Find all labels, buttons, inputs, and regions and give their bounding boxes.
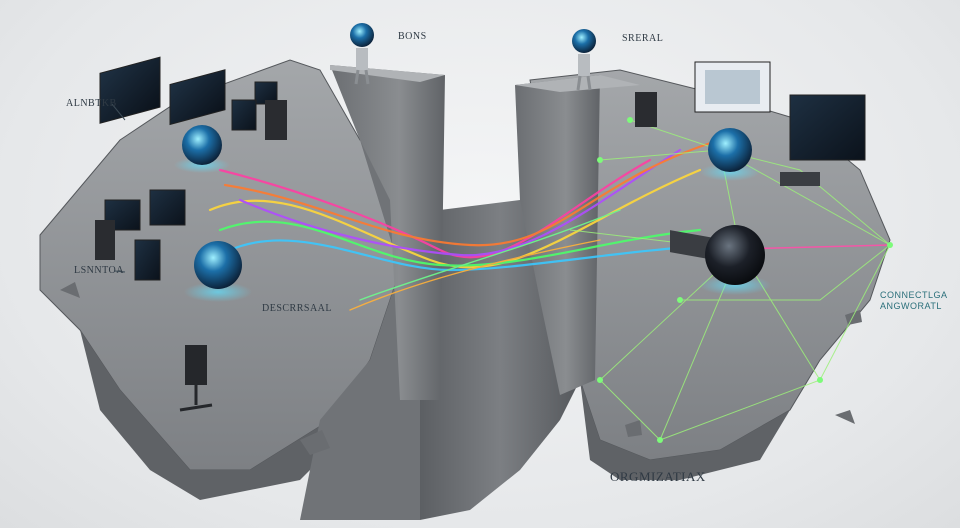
label-bottom: ORGMIZATIAX	[610, 469, 706, 484]
label-right-side: CONNECTLGA ANGWORATL	[880, 290, 948, 311]
left-workstations	[95, 56, 287, 412]
debris	[60, 282, 862, 455]
orb-top-left	[174, 125, 230, 173]
label-center-node: DESCRRSAAL	[262, 303, 333, 314]
label-top-left-figure: BONS	[398, 31, 427, 42]
orb-lower-left	[184, 241, 252, 302]
light-streams	[208, 138, 891, 311]
orb-dark-right	[699, 225, 771, 295]
right-workstations	[635, 61, 866, 261]
label-leaders	[111, 103, 126, 273]
label-left-desk: ALNBTKB	[66, 98, 117, 109]
label-top-right-figure: SRERAL	[622, 33, 664, 44]
office-chair-icon	[179, 345, 213, 412]
orb-upper-right	[700, 128, 760, 181]
label-left-lower: LSNNTOA	[74, 265, 124, 276]
figure-right	[572, 29, 596, 91]
figure-left	[350, 23, 374, 85]
network-nodes	[597, 117, 893, 443]
